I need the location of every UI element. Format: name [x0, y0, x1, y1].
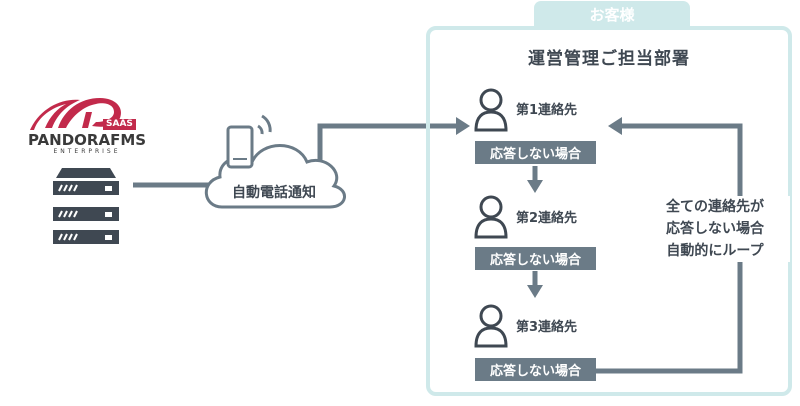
brand-name: PANDORAFMS	[27, 131, 147, 149]
cloud-to-contact-arrow	[317, 123, 456, 160]
no-answer-badge-2: 応答しない場合	[475, 247, 596, 270]
phone-icon	[226, 114, 272, 169]
person-icon	[474, 195, 508, 239]
no-answer-badge-3: 応答しない場合	[475, 358, 596, 381]
loop-note-line-1: 全ての連絡先が	[666, 199, 764, 215]
down-arrow-1	[527, 166, 543, 193]
customer-box	[426, 26, 792, 396]
loop-note-line-3: 自動的にループ	[666, 243, 764, 259]
person-icon	[474, 88, 508, 132]
contact-label-1: 第1連絡先	[516, 103, 578, 118]
person-icon	[474, 304, 508, 348]
loop-arrowhead	[608, 117, 622, 135]
contact-label-3: 第3連絡先	[516, 320, 578, 335]
no-answer-badge-1: 応答しない場合	[475, 141, 596, 164]
department-title: 運営管理ご担当部署	[528, 49, 690, 69]
server-icon	[53, 168, 119, 244]
down-arrow-2	[527, 271, 543, 298]
cloud-to-contact-arrowhead	[456, 117, 470, 135]
saas-badge: SAAS	[103, 119, 136, 130]
contact-label-2: 第2連絡先	[516, 211, 578, 226]
cloud-label: 自動電話通知	[232, 185, 316, 201]
loop-note: 全ての連絡先が 応答しない場合 自動的にループ	[640, 196, 790, 262]
brand-sub: ENTERPRISE	[53, 148, 121, 155]
loop-note-line-2: 応答しない場合	[666, 221, 764, 237]
pandora-fms-logo	[30, 98, 122, 130]
customer-tab: お客様	[534, 1, 690, 28]
